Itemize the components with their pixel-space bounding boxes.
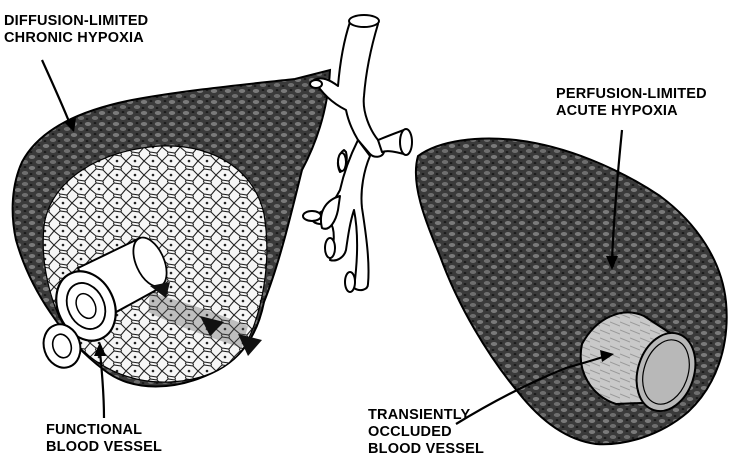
perfusion-label-line1: PERFUSION-LIMITED	[556, 86, 707, 103]
perfusion-limited-label: PERFUSION-LIMITED ACUTE HYPOXIA	[556, 86, 707, 120]
occluded-vessel-label: TRANSIENTLY OCCLUDED BLOOD VESSEL	[368, 407, 484, 458]
twig-opening-5	[310, 80, 322, 88]
occluded-label-line2: OCCLUDED	[368, 424, 484, 441]
functional-label-line1: FUNCTIONAL	[46, 422, 162, 439]
twig-opening-1	[303, 211, 321, 221]
functional-label-line2: BLOOD VESSEL	[46, 439, 162, 456]
leader-diffusion	[42, 60, 70, 124]
occluded-label-line1: TRANSIENTLY	[368, 407, 484, 424]
twig-opening-4	[345, 272, 355, 292]
twig-opening-2	[338, 153, 346, 171]
occluded-label-line3: BLOOD VESSEL	[368, 441, 484, 458]
perfusion-label-line2: ACUTE HYPOXIA	[556, 103, 707, 120]
trunk	[314, 16, 384, 157]
branching-vessel-tree	[303, 15, 412, 292]
twig-opening-3	[325, 238, 335, 258]
trunk-opening	[349, 15, 379, 27]
right-branch-opening	[400, 129, 412, 155]
functional-vessel-label: FUNCTIONAL BLOOD VESSEL	[46, 422, 162, 456]
diffusion-label-line2: CHRONIC HYPOXIA	[4, 30, 148, 47]
diffusion-limited-label: DIFFUSION-LIMITED CHRONIC HYPOXIA	[4, 13, 148, 47]
diffusion-label-line1: DIFFUSION-LIMITED	[4, 13, 148, 30]
